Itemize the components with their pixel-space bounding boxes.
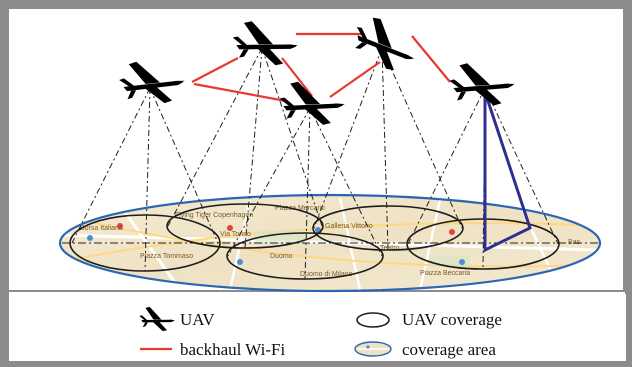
backhaul-link	[329, 61, 381, 98]
uav-coverage-ellipse	[312, 205, 464, 251]
map-label: Borsa Italiana	[80, 225, 123, 232]
backhaul-links	[191, 32, 451, 103]
map-label: Galleria Vittorio	[325, 223, 373, 230]
map-label: Piazza Tommaso	[140, 253, 193, 260]
map-label: Piazza Beccaria	[420, 270, 470, 277]
uav-ground-link-triangle	[483, 91, 532, 253]
backhaul-link	[191, 57, 239, 83]
uav-drone-icon	[350, 15, 421, 74]
ellipse-outline-icon	[356, 312, 390, 328]
backhaul-link	[281, 57, 313, 97]
backhaul-link	[193, 82, 287, 103]
uav-drone-icon	[230, 12, 301, 73]
uav-coverage-ellipse	[406, 218, 560, 270]
map-label: Duomo	[270, 253, 293, 260]
legend-item-uav: UAV	[137, 302, 215, 336]
legend-label-area: coverage area	[402, 340, 496, 359]
legend-label-uav: UAV	[180, 310, 215, 329]
map-label: Flying Tiger Copenhagen	[175, 212, 253, 219]
legend-label-backhaul: backhaul Wi-Fi	[180, 340, 286, 359]
backhaul-link	[411, 35, 451, 83]
coverage-area-outline	[58, 193, 602, 293]
uav-projection-lines	[71, 47, 559, 280]
map-label: Teatro	[380, 245, 400, 252]
map-label: Piazza Mercanti	[275, 205, 325, 212]
legend-item-backhaul: backhaul Wi-Fi	[140, 340, 286, 359]
uav-drone-icon	[445, 52, 519, 116]
map-label: Duomo di Milano	[300, 271, 353, 278]
map-label: Via Torino	[220, 231, 251, 238]
legend-item-coverage: UAV coverage	[356, 310, 502, 329]
legend-item-area: coverage area	[354, 340, 496, 359]
legend-label-coverage: UAV coverage	[402, 310, 502, 329]
legend: UAV backhaul Wi-Fi UAV coverage coverage…	[137, 302, 502, 359]
uav-drones	[115, 12, 519, 134]
uav-drone-icon	[115, 49, 190, 115]
